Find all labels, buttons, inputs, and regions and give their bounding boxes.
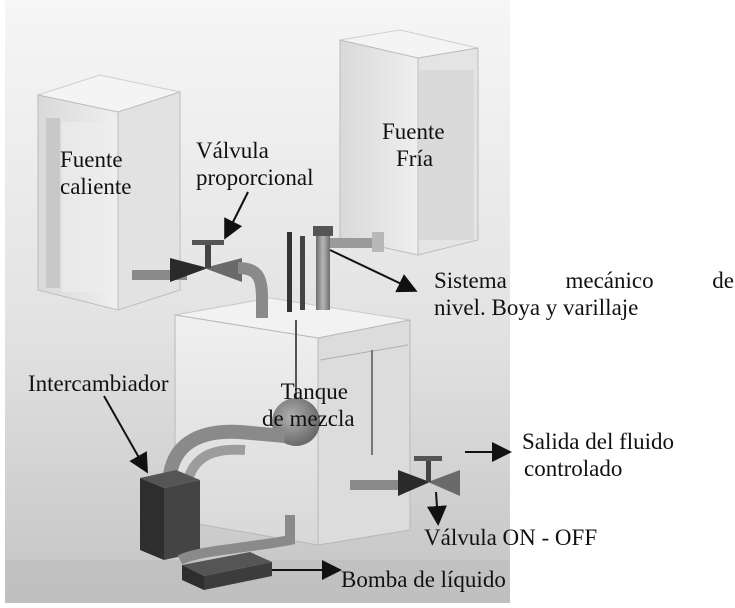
label-bomba-liquido: Bomba de líquido bbox=[341, 567, 506, 592]
arrow-valvula-on-off bbox=[426, 491, 447, 526]
label-intercambiador: Intercambiador bbox=[28, 371, 169, 396]
proportional-valve bbox=[132, 240, 268, 318]
arrow-intercambiador bbox=[103, 395, 148, 474]
label-fuente-caliente: Fuente caliente bbox=[60, 147, 132, 199]
level-mechanism bbox=[287, 226, 384, 312]
heat-exchanger bbox=[140, 424, 286, 560]
label-sistema-mecanico: Sistema mecánico de nivel. Boya y varill… bbox=[434, 268, 734, 320]
on-off-valve bbox=[350, 456, 460, 496]
label-valvula-on-off: Válvula ON - OFF bbox=[424, 525, 598, 550]
label-fuente-fria: Fuente Fría bbox=[382, 119, 445, 171]
arrow-valvula-proporcional bbox=[224, 191, 249, 240]
cold-source-cabinet bbox=[339, 29, 479, 256]
hot-source-cabinet bbox=[36, 74, 182, 311]
arrow-sistema-mecanico bbox=[329, 249, 418, 293]
liquid-pump bbox=[177, 515, 295, 590]
label-tanque-mezcla: Tanque de mezcla bbox=[262, 379, 355, 431]
label-salida-fluido: Salida del fluido controlado bbox=[522, 429, 675, 481]
label-valvula-proporcional: Válvula proporcional bbox=[196, 138, 314, 190]
annotation-arrows bbox=[103, 191, 512, 580]
